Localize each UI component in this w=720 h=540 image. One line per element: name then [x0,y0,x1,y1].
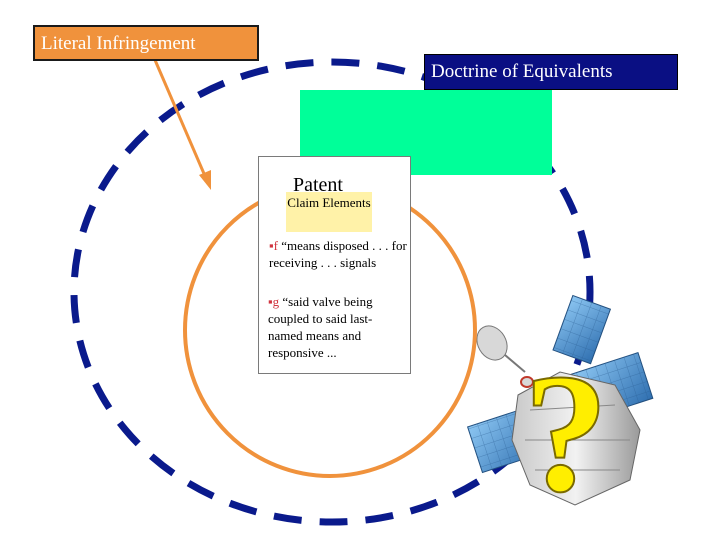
claim-item-text: “said valve being coupled to said last-n… [268,294,373,360]
literal-infringement-label: Literal Infringement [33,25,259,61]
bullet: ▪f [269,238,278,253]
claim-item-g: ▪g “said valve being coupled to said las… [268,293,398,361]
claim-item-f: ▪f “means disposed . . . for receiving .… [269,237,419,271]
claim-elements-box: Claim Elements [286,192,372,232]
patent-title: Patent [293,174,343,196]
doctrine-of-equivalents-label: Doctrine of Equivalents [424,54,678,90]
question-mark: ? [524,339,609,527]
claim-item-text: “means disposed . . . for receiving . . … [269,238,407,270]
satellite-icon [466,294,654,506]
arrow-icon [153,59,211,190]
bullet: ▪g [268,294,280,309]
doctrine-of-equivalents-boundary [70,58,594,526]
patent-card: Patent Claim Elements ▪f “means disposed… [258,156,411,374]
